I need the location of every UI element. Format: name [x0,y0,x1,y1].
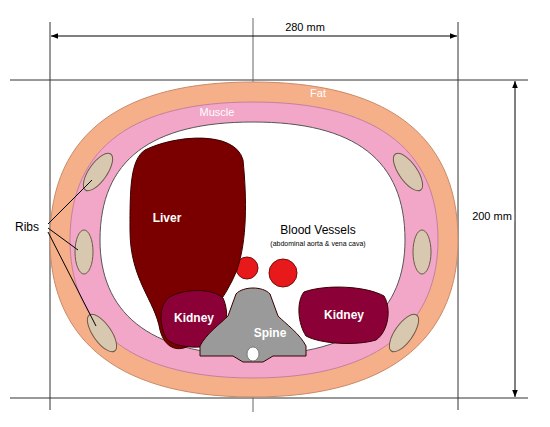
organ-label: Kidney [174,311,214,325]
organ-label: Liver [153,211,182,225]
kidney-organ: Kidney [296,284,390,346]
layer-label: Fat [310,87,326,99]
spine-vertebra-outline [198,286,308,364]
dimension-label: 200 mm [470,210,514,222]
part-label: Ribs [15,221,39,234]
layer-label: Muscle [200,106,235,118]
organ-label: Kidney [324,308,364,322]
part-note: (abdominal aorta & vena cava) [270,240,365,248]
spine-vertebra: Spine [198,286,308,364]
dimension-label: 280 mm [283,21,327,33]
organ-label: Spine [254,326,287,340]
part-label: Blood Vessels [280,224,355,237]
